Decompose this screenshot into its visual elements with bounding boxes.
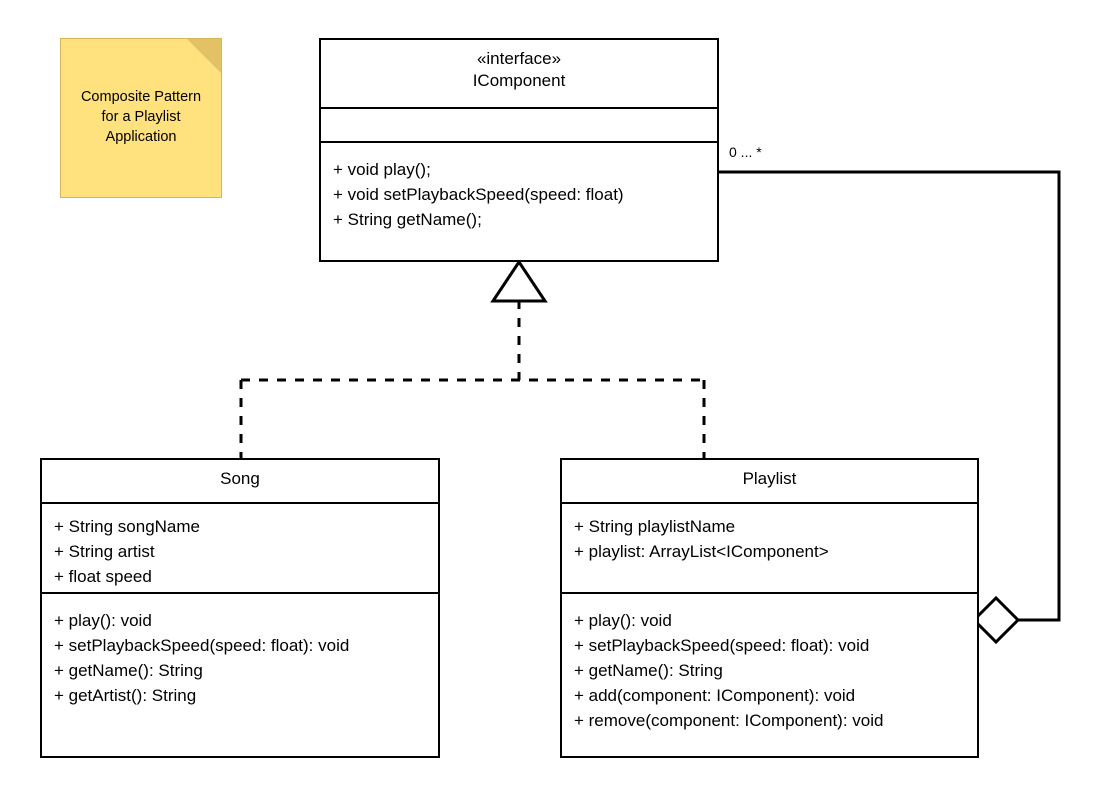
- attribute-row: + float speed: [54, 566, 152, 586]
- class-attributes-song: + String songName + String artist + floa…: [42, 504, 438, 595]
- note-fold-icon: [187, 39, 221, 73]
- class-name-playlist: Playlist: [742, 469, 797, 488]
- operation-row: + getName(): String: [54, 661, 203, 681]
- hollow-triangle-arrowhead-icon: [490, 259, 548, 303]
- operation-row: + getArtist(): String: [54, 686, 197, 706]
- attribute-row: + String artist: [54, 541, 155, 561]
- aggregation-connector-group: [719, 170, 1061, 645]
- aggregation-multiplicity-label: 0 ... *: [729, 144, 762, 160]
- operation-row: + void setPlaybackSpeed(speed: float): [333, 185, 624, 204]
- operation-row: + getName(): String: [574, 661, 723, 681]
- realization-connector-group: [239, 259, 706, 458]
- class-attributes-icomponent: [321, 109, 717, 143]
- class-name-icomponent: IComponent: [472, 71, 566, 90]
- operation-row: + play(): void: [574, 611, 672, 631]
- operation-row: + String getName();: [333, 210, 482, 229]
- attribute-row: + String songName: [54, 516, 200, 536]
- class-operations-icomponent: + void play(); + void setPlaybackSpeed(s…: [321, 143, 717, 260]
- title-note-text: Composite Pattern for a Playlist Applica…: [80, 89, 202, 145]
- class-name-song: Song: [220, 469, 260, 488]
- operation-row: + add(component: IComponent): void: [574, 686, 856, 706]
- class-stereotype-icomponent: «interface»: [476, 49, 562, 68]
- operation-row: + play(): void: [54, 611, 152, 631]
- operation-row: + void play();: [333, 160, 431, 179]
- class-box-icomponent[interactable]: «interface» IComponent + void play(); + …: [319, 38, 719, 262]
- operation-row: + setPlaybackSpeed(speed: float): void: [54, 636, 350, 656]
- class-header-icomponent: «interface» IComponent: [321, 40, 717, 109]
- attribute-row: + playlist: ArrayList<IComponent>: [574, 541, 829, 561]
- class-box-playlist[interactable]: Playlist + String playlistName + playlis…: [560, 458, 979, 758]
- class-attributes-playlist: + String playlistName + playlist: ArrayL…: [562, 504, 977, 595]
- operation-row: + remove(component: IComponent): void: [574, 711, 884, 731]
- operation-row: + setPlaybackSpeed(speed: float): void: [574, 636, 870, 656]
- class-operations-song: + play(): void + setPlaybackSpeed(speed:…: [42, 594, 438, 756]
- attribute-row: + String playlistName: [574, 516, 736, 536]
- class-operations-playlist: + play(): void + setPlaybackSpeed(speed:…: [562, 594, 977, 756]
- class-box-song[interactable]: Song + String songName + String artist +…: [40, 458, 440, 758]
- aggregation-line: [719, 170, 1061, 622]
- hollow-diamond-aggregation-icon: [971, 595, 1021, 645]
- class-header-playlist: Playlist: [562, 460, 977, 504]
- title-note: Composite Pattern for a Playlist Applica…: [60, 38, 222, 198]
- class-header-song: Song: [42, 460, 438, 504]
